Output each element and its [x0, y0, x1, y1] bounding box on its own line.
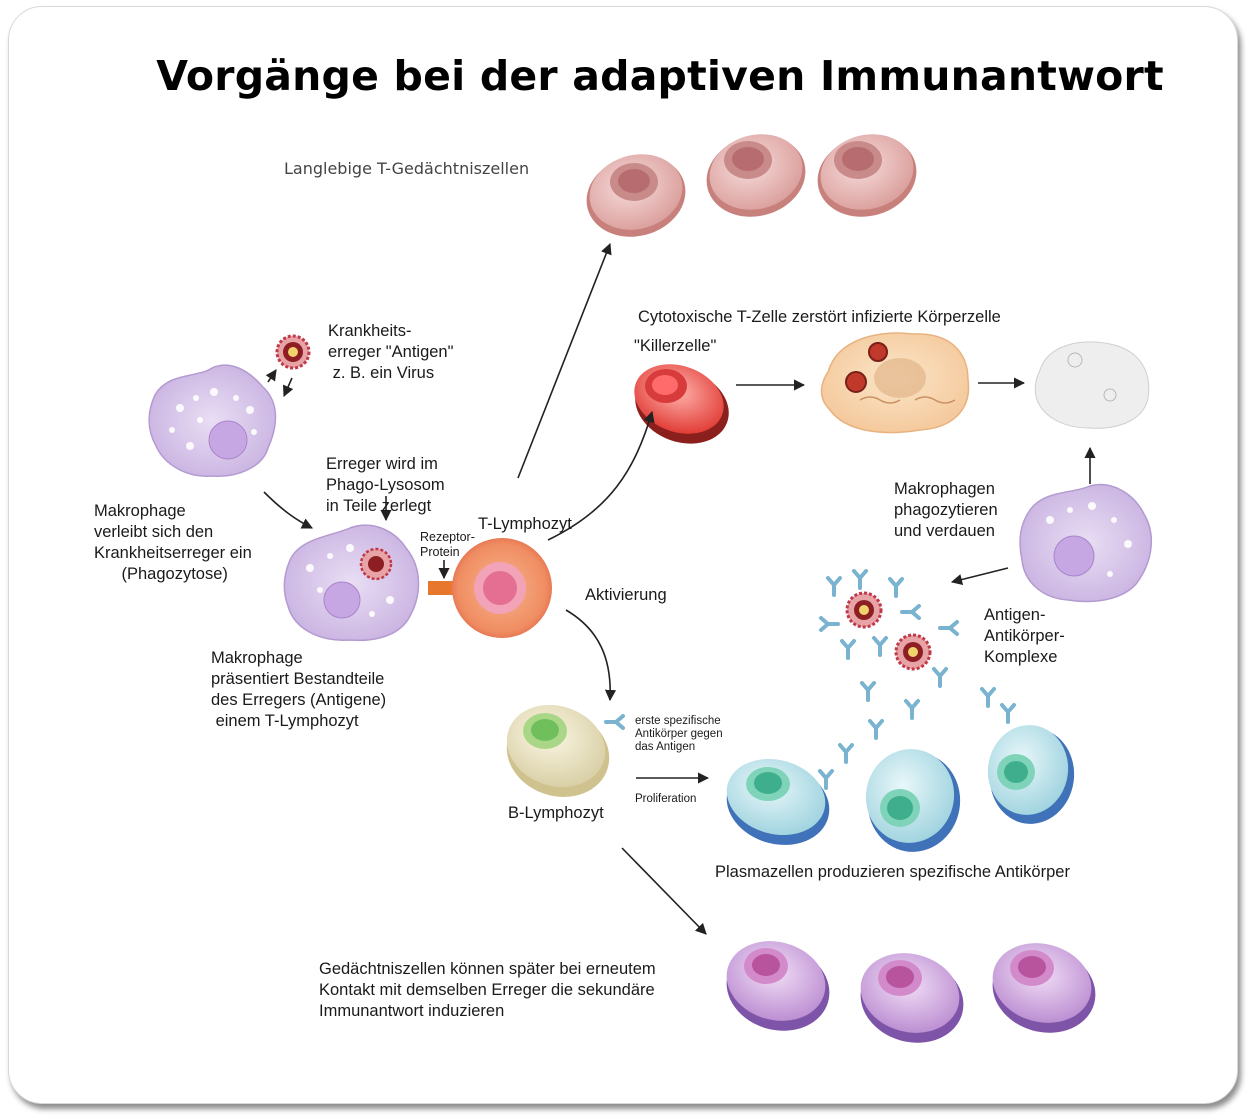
t-memory-cell: [586, 154, 686, 237]
label-first-antibodies: erste spezifische Antikörper gegen das A…: [635, 715, 723, 753]
antibody-icon: [604, 569, 1016, 790]
label-activation: Aktivierung: [585, 586, 667, 604]
plasma-cell: [987, 725, 1075, 824]
plasma-cell: [865, 749, 961, 852]
plasma-cell: [726, 758, 830, 845]
label-antigen-antibody-complex: Antigen- Antikörper- Komplexe: [984, 606, 1065, 666]
t-memory-cell: [817, 134, 917, 217]
label-receptor-protein: Rezeptor- Protein: [420, 530, 475, 559]
label-plasma-cells: Plasmazellen produzieren spezifische Ant…: [715, 863, 1070, 881]
digesting-macrophage: [1019, 483, 1153, 603]
label-cytotoxic-t-cell: Cytotoxische T-Zelle zerstört infizierte…: [638, 308, 1001, 326]
b-memory-cell: [860, 953, 964, 1043]
b-memory-cell: [992, 943, 1096, 1033]
destroyed-cell: [1034, 341, 1150, 429]
label-t-memory-cells: Langlebige T-Gedächtniszellen: [284, 159, 530, 178]
virus-icon: [275, 334, 311, 370]
label-killer-cell: "Killerzelle": [634, 337, 717, 355]
macrophage-cell: [148, 364, 277, 477]
label-t-lymphocyte: T-Lymphozyt: [478, 515, 572, 533]
infected-body-cell: [820, 332, 970, 434]
label-phagocytosis: Makrophage verleibt sich den Krankheitse…: [94, 502, 252, 583]
t-lymphocyte-cell: [452, 538, 552, 638]
label-antigen-presentation: Makrophage präsentiert Bestandteile des …: [211, 649, 387, 730]
killer-t-cell: [634, 364, 729, 444]
label-proliferation: Proliferation: [635, 793, 697, 805]
label-macrophage-digest: Makrophagen phagozytieren und verdauen: [894, 480, 998, 540]
t-memory-cell: [706, 134, 806, 217]
page-title: Vorgänge bei der adaptiven Immunantwort: [156, 52, 1164, 100]
b-memory-cell: [726, 941, 830, 1031]
label-phago-lysosome: Erreger wird im Phago-Lysosom in Teile z…: [326, 455, 445, 515]
label-pathogen: Krankheits- erreger "Antigen" z. B. ein …: [328, 322, 454, 382]
label-memory-cells: Gedächtniszellen können später bei erneu…: [319, 960, 656, 1020]
antigen-antibody-complex: [845, 591, 932, 671]
presenting-macrophage: [283, 524, 456, 642]
flow-arrows: [263, 242, 1096, 935]
label-b-lymphocyte: B-Lymphozyt: [508, 804, 604, 822]
b-lymphocyte-cell: [506, 704, 610, 797]
